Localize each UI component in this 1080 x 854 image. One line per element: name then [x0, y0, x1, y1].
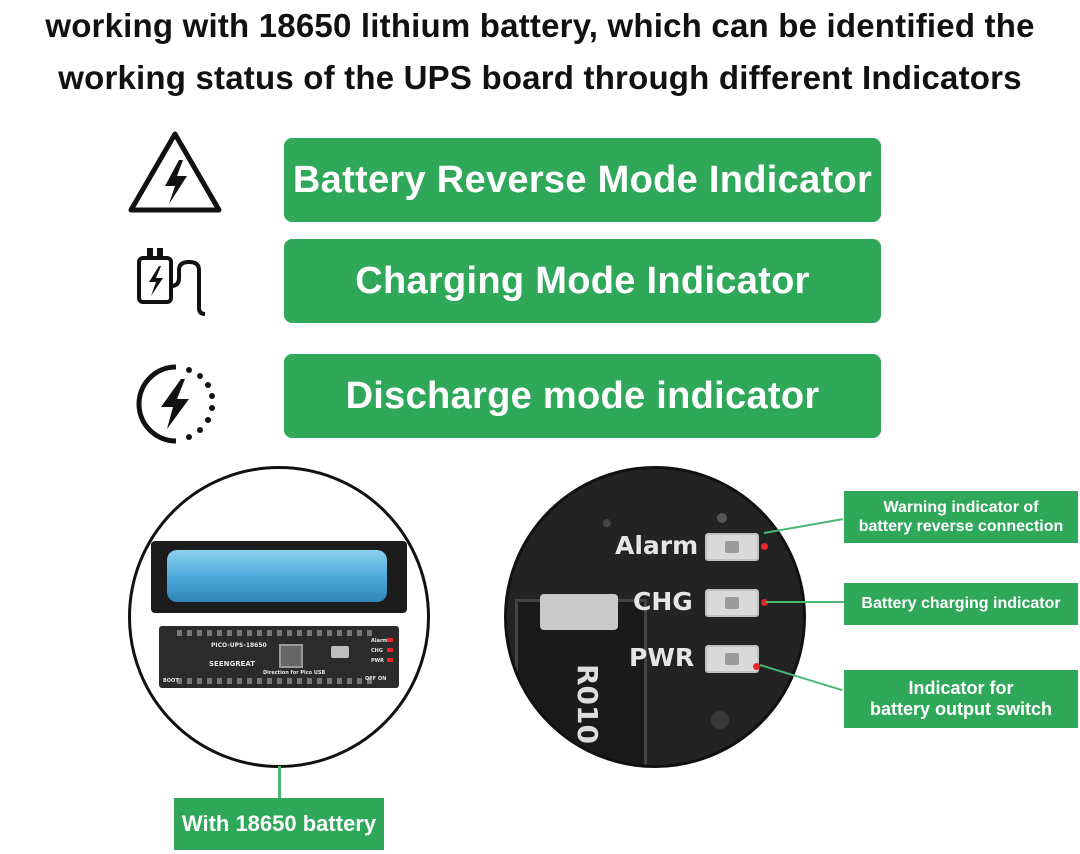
chg-led	[705, 589, 759, 617]
battery-18650	[167, 550, 387, 602]
ups-board: PICO-UPS-18650 SEENGREAT Direction for P…	[159, 626, 399, 688]
board-with-battery-photo: PICO-UPS-18650 SEENGREAT Direction for P…	[128, 466, 430, 768]
battery-charging-plug-icon	[137, 248, 206, 316]
chg-led-dot	[761, 599, 768, 606]
board-chg-text: CHG	[371, 648, 383, 654]
led-zoom-photo: R010 Alarm CHG PWR	[504, 466, 806, 768]
zoom-pwr-label: PWR	[629, 643, 695, 672]
chg-callout: Battery charging indicator	[844, 583, 1078, 625]
shunt-resistor: R010	[515, 594, 647, 765]
board-direction-text: Direction for Pico USB	[263, 670, 326, 676]
headline: working with 18650 lithium battery, whic…	[0, 0, 1080, 104]
board-model-text: PICO-UPS-18650	[211, 642, 267, 649]
board-led-2	[387, 648, 393, 652]
board-onoff-text: OFF ON	[365, 676, 387, 682]
with-18650-battery-label: With 18650 battery	[174, 798, 384, 850]
board-pwr-text: PWR	[371, 658, 385, 664]
board-led-1	[387, 638, 393, 642]
board-alarm-text: Alarm	[371, 638, 388, 644]
pwr-callout-line-1: Indicator for	[908, 678, 1014, 698]
pwr-callout-line-2: battery output switch	[869, 699, 1052, 719]
alarm-led	[705, 533, 759, 561]
header-pins	[177, 630, 377, 636]
via	[711, 711, 729, 729]
resistor-cap	[540, 594, 618, 630]
discharge-mode-indicator: Discharge mode indicator	[284, 354, 881, 438]
pwr-led	[705, 645, 759, 673]
alarm-callout-line-1: Warning indicator of	[883, 499, 1039, 516]
discharge-bolt-icon	[136, 364, 215, 444]
alarm-callout-line-2: battery reverse connection	[858, 518, 1064, 535]
via	[603, 519, 611, 527]
via	[717, 513, 727, 523]
pwr-led-dot	[753, 663, 760, 670]
board-boot-text: BOOT	[163, 678, 179, 684]
usb-port	[331, 646, 349, 658]
headline-line-1: working with 18650 lithium battery, whic…	[45, 7, 1035, 44]
header-pins-bottom	[177, 678, 377, 684]
alarm-led-dot	[761, 543, 768, 550]
chg-callout-line-1: Battery charging indicator	[861, 595, 1061, 612]
alarm-callout: Warning indicator of battery reverse con…	[844, 491, 1078, 543]
pwr-callout: Indicator for battery output switch	[844, 670, 1078, 728]
board-brand-text: SEENGREAT	[209, 660, 256, 668]
zoom-chg-label: CHG	[633, 587, 693, 616]
battery-reverse-mode-indicator: Battery Reverse Mode Indicator	[284, 138, 881, 222]
zoom-alarm-label: Alarm	[615, 531, 699, 560]
battery-holder	[151, 541, 407, 613]
resistor-text: R010	[571, 664, 604, 745]
board-led-3	[387, 658, 393, 662]
inductor	[279, 644, 303, 668]
charging-mode-indicator: Charging Mode Indicator	[284, 239, 881, 323]
headline-line-2: working status of the UPS board through …	[58, 59, 1022, 96]
warning-lightning-icon	[128, 131, 222, 213]
left-leader-line	[278, 766, 281, 798]
chg-leader-line	[766, 601, 844, 603]
